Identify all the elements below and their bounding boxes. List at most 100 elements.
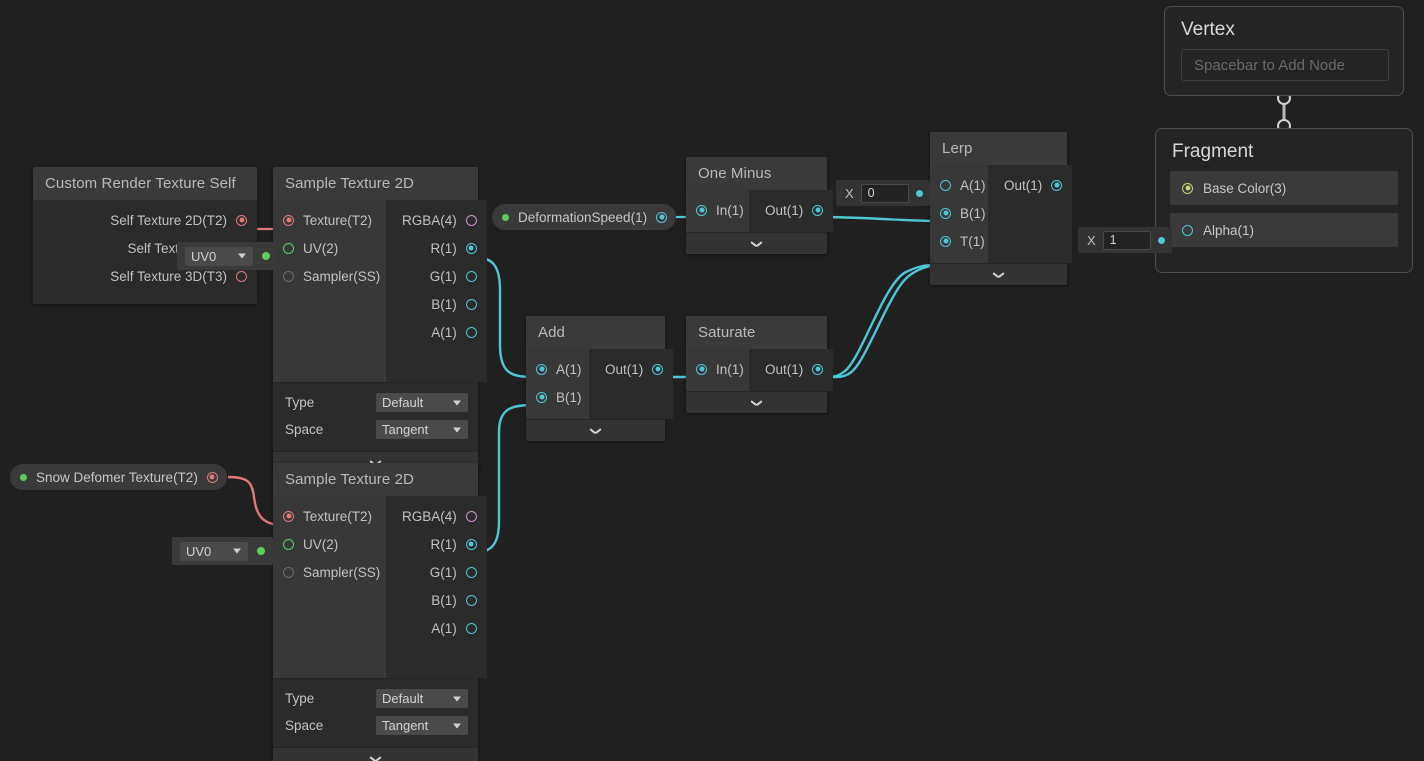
vertex-add-node-hint[interactable]: Spacebar to Add Node [1181, 49, 1389, 81]
fragment-slot-alpha[interactable]: Alpha(1) [1170, 213, 1398, 247]
port-dot-cyan-icon[interactable] [465, 594, 477, 606]
port-dot-cyan-icon[interactable] [465, 566, 477, 578]
port-out[interactable]: Out(1) [749, 196, 833, 224]
port-dot-cyan-icon[interactable] [465, 326, 477, 338]
port-dot-cyan-icon[interactable] [940, 179, 951, 191]
port-texture[interactable]: Texture(T2) [273, 206, 386, 234]
node-saturate[interactable]: Saturate In(1) Out(1) [686, 316, 834, 413]
port-dot-cyan-icon[interactable] [696, 363, 707, 375]
port-a[interactable]: A(1) [930, 171, 988, 199]
port-a[interactable]: A(1) [526, 355, 589, 383]
port-dot-cyan-icon[interactable] [536, 391, 547, 403]
token-snow-deformer-texture[interactable]: Snow Defomer Texture(T2) [10, 464, 227, 490]
port-a[interactable]: A(1) [386, 614, 487, 642]
port-dot-gray-icon[interactable] [283, 270, 294, 282]
node-lerp[interactable]: Lerp A(1) B(1) T(1) Out(1) [930, 132, 1073, 285]
port-dot-cyan-icon[interactable] [652, 363, 664, 375]
node-sample-texture-2d-bottom[interactable]: Sample Texture 2D Texture(T2) UV(2) Samp… [273, 463, 487, 761]
port-dot-cyan-icon[interactable] [1051, 179, 1063, 191]
port-dot-red-icon[interactable] [236, 214, 247, 226]
port-uv[interactable]: UV(2) [273, 234, 386, 262]
port-rgba[interactable]: RGBA(4) [386, 206, 487, 234]
port-texture[interactable]: Texture(T2) [273, 502, 386, 530]
node-expander-saturate[interactable] [686, 391, 827, 413]
port-sampler[interactable]: Sampler(SS) [273, 558, 386, 586]
type-dropdown[interactable]: Default [376, 393, 468, 412]
port-g[interactable]: G(1) [386, 558, 487, 586]
uv-output-dot-icon[interactable] [262, 252, 270, 260]
port-rgba[interactable]: RGBA(4) [386, 502, 487, 530]
setting-space[interactable]: Space Tangent [285, 712, 468, 739]
float-output-dot-icon[interactable] [1157, 236, 1165, 244]
port-dot-green-icon[interactable] [283, 242, 294, 254]
setting-space[interactable]: Space Tangent [285, 416, 468, 443]
port-dot-pink-icon[interactable] [465, 510, 477, 522]
port-dot-green-icon[interactable] [283, 538, 294, 550]
uv-channel-widget-top[interactable]: UV0 [177, 242, 278, 270]
port-b[interactable]: B(1) [386, 290, 487, 318]
token-deformation-speed[interactable]: DeformationSpeed(1) [492, 204, 677, 230]
port-dot-olive-icon[interactable] [1182, 182, 1193, 194]
node-expander-lerp[interactable] [930, 263, 1067, 285]
float-input-alpha[interactable]: 1 [1102, 230, 1151, 250]
master-stack-fragment[interactable]: Fragment Base Color(3) Alpha(1) [1155, 128, 1413, 273]
port-dot-cyan-icon[interactable] [465, 538, 477, 550]
port-dot-cyan-icon[interactable] [465, 270, 477, 282]
port-dot-cyan-icon[interactable] [940, 207, 951, 219]
port-self-texture-2d[interactable]: Self Texture 2D(T2) [33, 206, 257, 234]
port-dot-cyan-icon[interactable] [656, 211, 668, 223]
port-self-texture-3d[interactable]: Self Texture 3D(T3) [33, 262, 257, 290]
port-sampler[interactable]: Sampler(SS) [273, 262, 386, 290]
fragment-slot-base-color[interactable]: Base Color(3) [1170, 171, 1398, 205]
port-dot-red-icon[interactable] [283, 214, 294, 226]
type-dropdown[interactable]: Default [376, 689, 468, 708]
port-uv[interactable]: UV(2) [273, 530, 386, 558]
port-b[interactable]: B(1) [930, 199, 988, 227]
port-dot-cyan-icon[interactable] [940, 235, 951, 247]
port-dot-red-icon[interactable] [283, 510, 294, 522]
port-in[interactable]: In(1) [686, 355, 749, 383]
port-dot-cyan-icon[interactable] [696, 204, 707, 216]
port-dot-cyan-icon[interactable] [536, 363, 547, 375]
space-dropdown[interactable]: Tangent [376, 716, 468, 735]
node-expander-add[interactable] [526, 419, 665, 441]
port-t[interactable]: T(1) [930, 227, 988, 255]
port-dot-red-icon[interactable] [236, 270, 247, 282]
port-out[interactable]: Out(1) [988, 171, 1072, 199]
port-dot-cyan-icon[interactable] [465, 298, 477, 310]
port-dot-cyan-icon[interactable] [465, 242, 477, 254]
port-r[interactable]: R(1) [386, 234, 487, 262]
port-g[interactable]: G(1) [386, 262, 487, 290]
node-custom-render-texture-self[interactable]: Custom Render Texture Self Self Texture … [33, 167, 257, 304]
port-dot-red-icon[interactable] [206, 471, 218, 483]
float-output-dot-icon[interactable] [915, 189, 923, 197]
setting-type[interactable]: Type Default [285, 389, 468, 416]
space-dropdown[interactable]: Tangent [376, 420, 468, 439]
float-widget-alpha[interactable]: X 1 [1078, 227, 1172, 253]
port-dot-cyan-icon[interactable] [812, 204, 824, 216]
port-r[interactable]: R(1) [386, 530, 487, 558]
port-a[interactable]: A(1) [386, 318, 487, 346]
node-expander-bottom[interactable] [273, 747, 478, 761]
node-one-minus[interactable]: One Minus In(1) Out(1) [686, 157, 834, 254]
port-dot-gray-icon[interactable] [283, 566, 294, 578]
port-out[interactable]: Out(1) [749, 355, 833, 383]
uv-output-dot-icon[interactable] [257, 547, 265, 555]
float-input-lerp-a[interactable]: 0 [860, 183, 909, 203]
setting-type[interactable]: Type Default [285, 685, 468, 712]
uv-channel-widget-bottom[interactable]: UV0 [172, 537, 273, 565]
port-dot-cyan-icon[interactable] [812, 363, 824, 375]
uv-dropdown-top[interactable]: UV0 [185, 246, 253, 266]
node-add[interactable]: Add A(1) B(1) Out(1) [526, 316, 674, 441]
uv-dropdown-bottom[interactable]: UV0 [180, 541, 248, 561]
port-out[interactable]: Out(1) [589, 355, 673, 383]
port-b[interactable]: B(1) [526, 383, 589, 411]
port-dot-cyan-icon[interactable] [465, 622, 477, 634]
port-b[interactable]: B(1) [386, 586, 487, 614]
port-dot-cyan-icon[interactable] [1182, 224, 1193, 236]
float-widget-lerp-a[interactable]: X 0 [836, 180, 930, 206]
master-stack-vertex[interactable]: Vertex Spacebar to Add Node [1164, 6, 1404, 96]
node-expander-one-minus[interactable] [686, 232, 827, 254]
node-sample-texture-2d-top[interactable]: Sample Texture 2D Texture(T2) UV(2) Samp… [273, 167, 487, 473]
